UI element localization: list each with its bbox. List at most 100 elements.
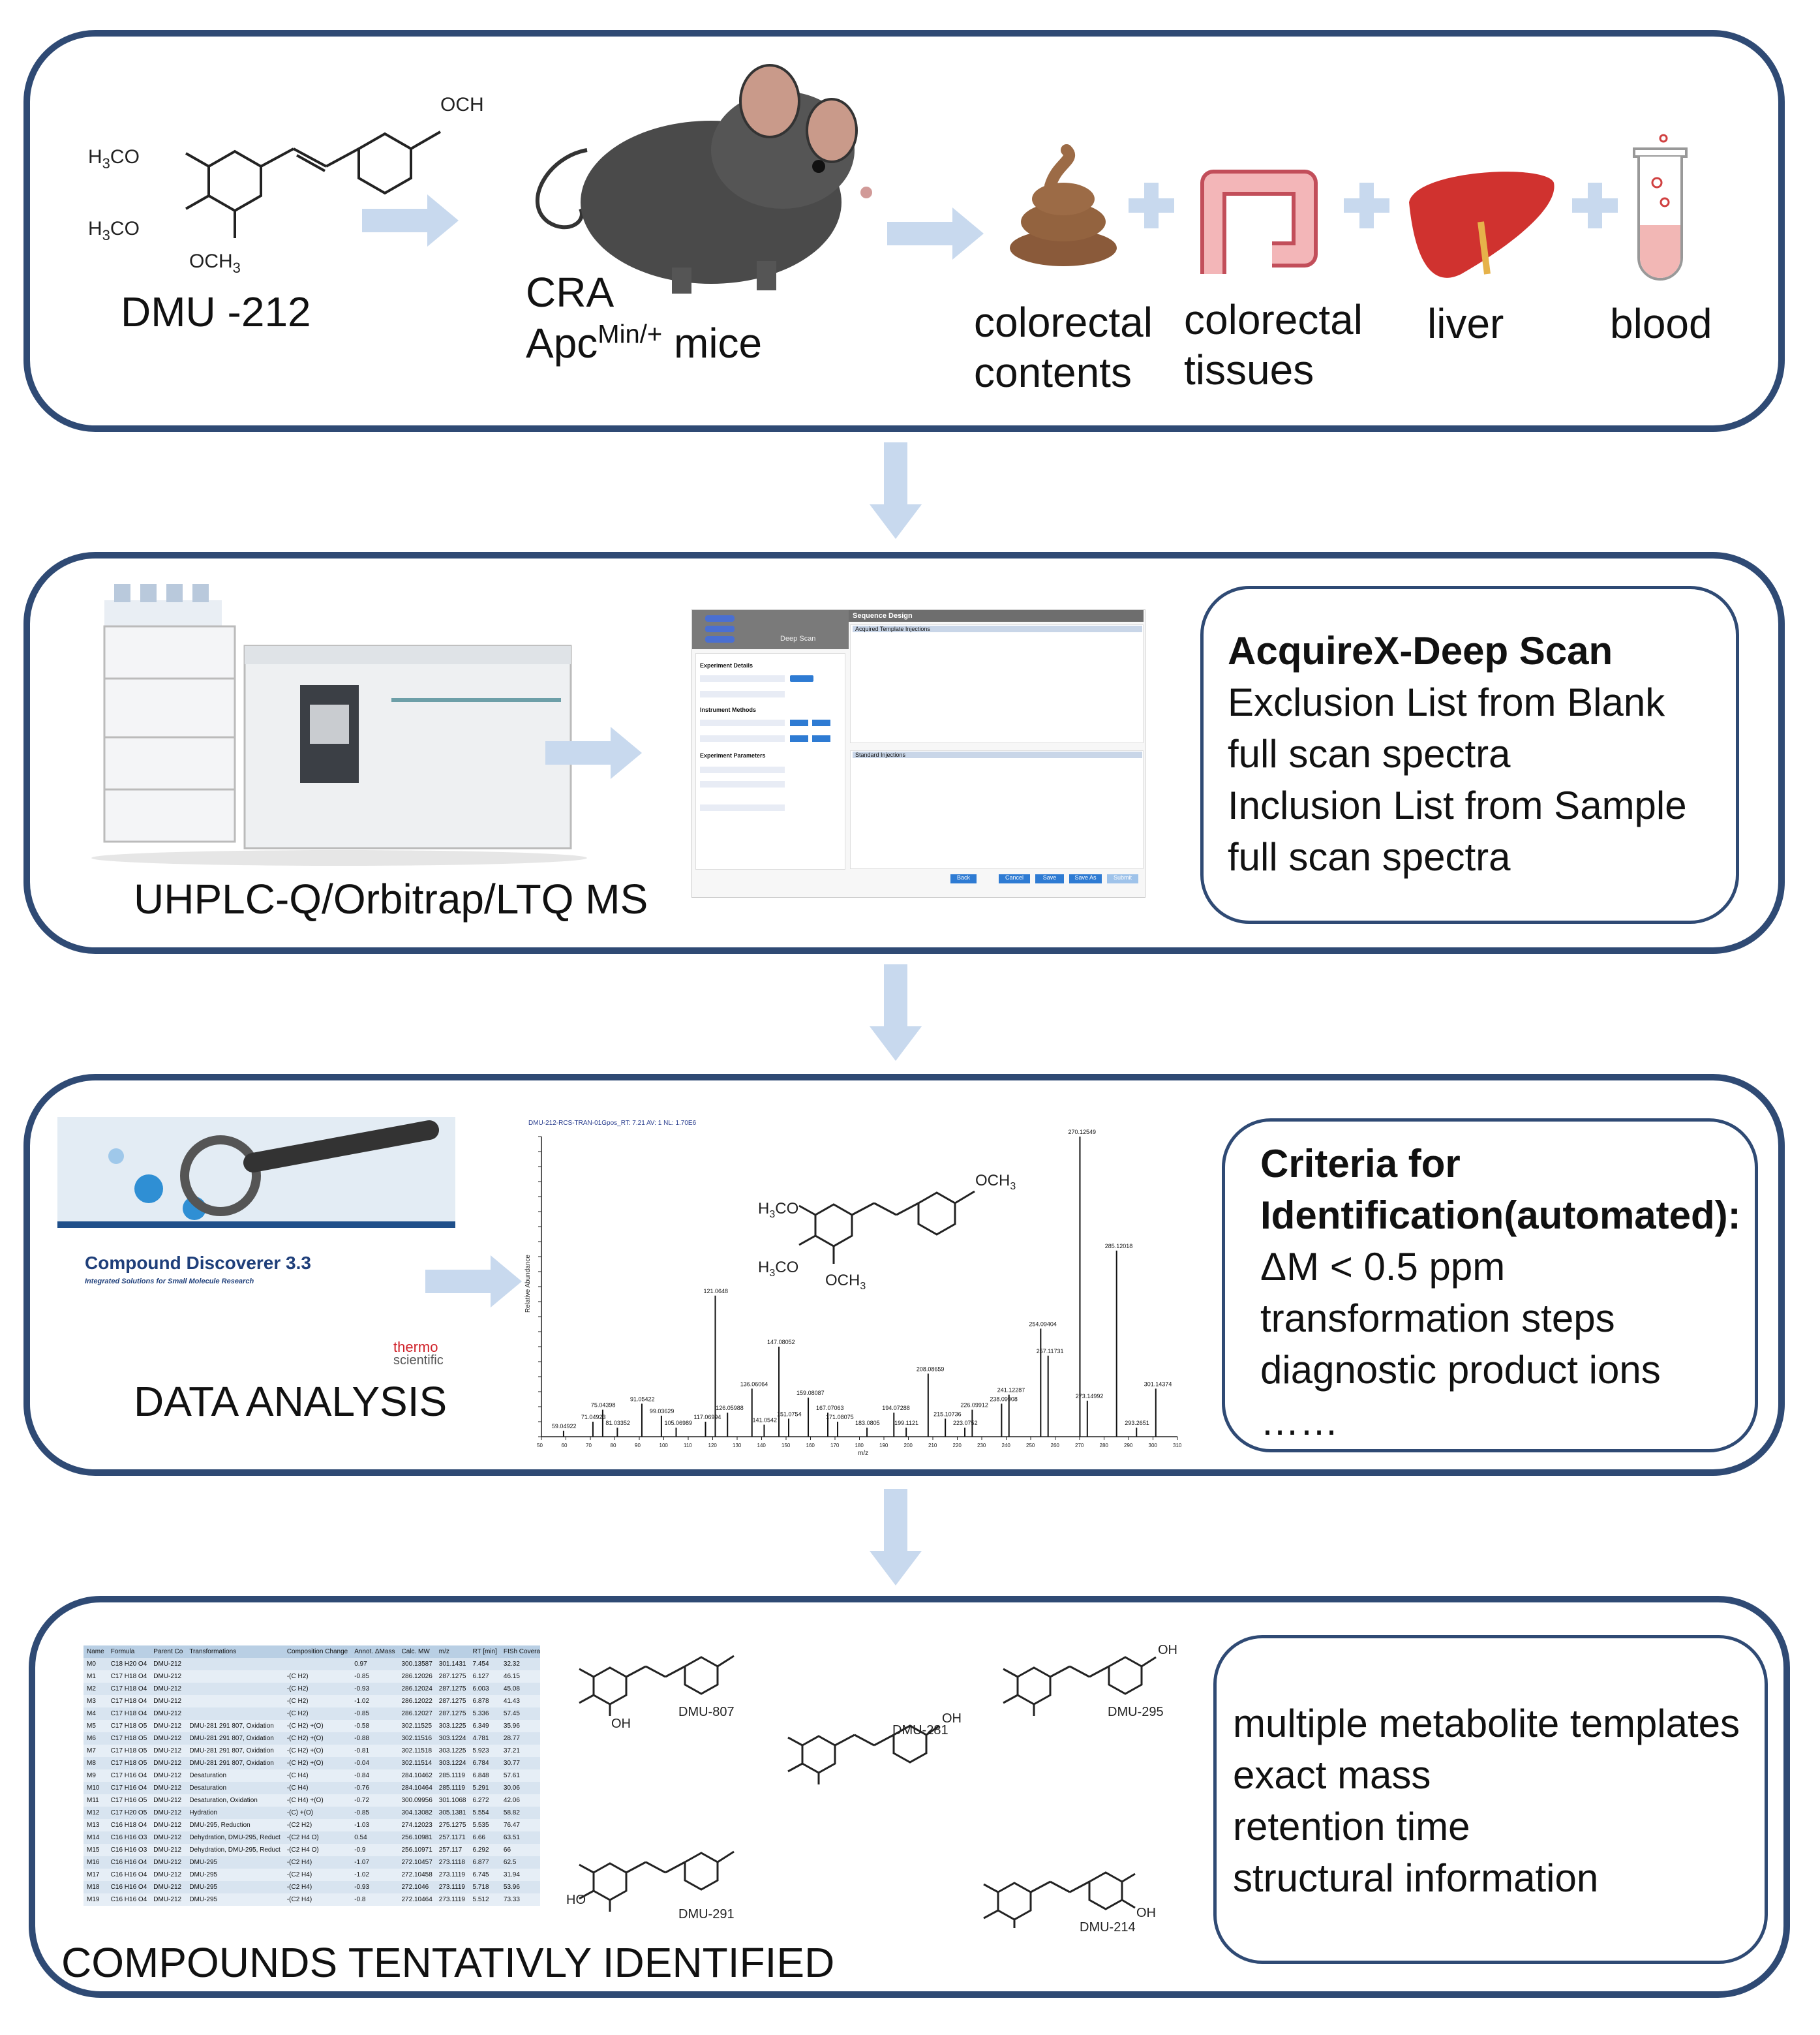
table-cell: C18 H20 O4	[107, 1658, 151, 1670]
browse-button[interactable]	[790, 675, 813, 682]
table-cell: Hydration	[186, 1807, 284, 1819]
x-tick-label: 270	[1075, 1443, 1084, 1448]
table-cell: DMU-295	[186, 1869, 284, 1881]
nav-button[interactable]	[705, 636, 735, 643]
plus-icon	[1572, 183, 1618, 228]
table-cell: 45.08	[500, 1683, 540, 1695]
param-field[interactable]	[700, 781, 785, 788]
new-button[interactable]	[812, 720, 830, 726]
mouse-image	[535, 64, 872, 294]
param-field[interactable]	[700, 767, 785, 773]
table-cell: 73.33	[500, 1893, 540, 1906]
table-cell: 287.1275	[435, 1683, 470, 1695]
method-select[interactable]	[700, 735, 785, 742]
metabolite-structures: DMU-281 DMU-807 DMU-295 DMU-291 DMU-214 …	[566, 1643, 1177, 1935]
table-cell: Desaturation, Oxidation	[186, 1794, 284, 1807]
table-cell: 287.1275	[435, 1707, 470, 1720]
new-button[interactable]	[812, 735, 830, 742]
peak-label: 238.09908	[990, 1396, 1018, 1402]
table-cell: 6.745	[469, 1869, 500, 1881]
table-cell: 66	[500, 1844, 540, 1856]
text-field[interactable]	[700, 675, 785, 682]
sample-label-liver: liver	[1427, 300, 1504, 347]
table-cell: DMU-281 291 807, Oxidation	[186, 1757, 284, 1769]
table-cell	[283, 1658, 352, 1670]
splash-title: Compound Discoverer 3.3	[85, 1253, 311, 1273]
table-cell: 302.11516	[398, 1732, 436, 1745]
colon-icon	[1200, 170, 1318, 274]
peak-label: 293.2651	[1125, 1420, 1149, 1426]
peak-label: 223.0752	[953, 1420, 978, 1426]
submit-button[interactable]: Submit	[1107, 874, 1138, 883]
table-cell: 272.1046	[398, 1881, 436, 1893]
table-cell: 286.12026	[398, 1670, 436, 1683]
table-cell: -1.07	[351, 1856, 399, 1869]
arrow-down-icon	[870, 442, 922, 539]
liver-icon	[1409, 172, 1555, 278]
ms2-spectrum-chart: DMU-212-RCS-TRAN-01Gpos_RT: 7.21 AV: 1 N…	[524, 1120, 1182, 1456]
substituent-label: OH	[1136, 1906, 1156, 1920]
sample-label-blood: blood	[1610, 300, 1712, 347]
table-header-cell: Calc. MW	[398, 1645, 436, 1658]
table-cell: 6.784	[469, 1757, 500, 1769]
table-cell: C17 H16 O4	[107, 1769, 151, 1782]
acquirex-info-box	[1200, 586, 1739, 924]
x-tick-label: 290	[1124, 1443, 1133, 1448]
save-button[interactable]: Save	[1035, 874, 1064, 883]
nav-button[interactable]	[705, 615, 735, 622]
table-cell: M5	[83, 1720, 108, 1732]
cancel-button[interactable]: Cancel	[999, 874, 1030, 883]
peak-label: 270.12549	[1068, 1129, 1096, 1135]
table-cell: -0.85	[351, 1707, 399, 1720]
param-field[interactable]	[700, 804, 785, 811]
table-cell: DMU-281 291 807, Oxidation	[186, 1720, 284, 1732]
table-cell: 286.12027	[398, 1707, 436, 1720]
table-cell: -(C2 H4)	[283, 1856, 352, 1869]
table-cell: C17 H18 O4	[107, 1695, 151, 1707]
back-button[interactable]: Back	[950, 874, 977, 883]
table-cell: 76.47	[500, 1819, 540, 1831]
table-cell: DMU-295	[186, 1893, 284, 1906]
table-cell: -0.85	[351, 1807, 399, 1819]
x-tick-label: 190	[879, 1443, 888, 1448]
table-cell: C17 H16 O4	[107, 1782, 151, 1794]
peak-label: 151.0754	[777, 1411, 802, 1417]
plus-icon	[1129, 183, 1174, 228]
structure-label: DMU-807	[678, 1705, 735, 1719]
table-cell: 256.10971	[398, 1844, 436, 1856]
text-field[interactable]	[700, 691, 785, 697]
table-cell: 0.97	[351, 1658, 399, 1670]
table-cell: 37.21	[500, 1745, 540, 1757]
table-cell: 305.1381	[435, 1807, 470, 1819]
method-select[interactable]	[700, 720, 785, 726]
table-cell: 5.923	[469, 1745, 500, 1757]
table-cell	[186, 1695, 284, 1707]
peak-label: 105.06989	[665, 1420, 693, 1426]
table-cell: M9	[83, 1769, 108, 1782]
browse-button[interactable]	[790, 720, 808, 726]
table-cell: 273.1119	[435, 1893, 470, 1906]
nav-button[interactable]	[705, 626, 735, 632]
table-cell: DMU-212	[150, 1782, 187, 1794]
peak-label: 81.03352	[605, 1420, 630, 1426]
x-tick-label: 90	[635, 1443, 641, 1448]
table-cell: 287.1275	[435, 1670, 470, 1683]
table-cell: 42.06	[500, 1794, 540, 1807]
browse-button[interactable]	[790, 735, 808, 742]
criteria-line: diagnostic product ions	[1260, 1348, 1661, 1392]
table-cell: -0.93	[351, 1683, 399, 1695]
table-cell: 6.66	[469, 1831, 500, 1844]
peak-label: 171.08075	[826, 1414, 854, 1420]
experiment-params-heading: Experiment Parameters	[700, 752, 766, 759]
table-header-cell: Annot. ΔMass	[351, 1645, 399, 1658]
table-cell: DMU-212	[150, 1869, 187, 1881]
arrow-right-icon	[362, 194, 459, 247]
table-cell: C16 H16 O4	[107, 1869, 151, 1881]
save-as-button[interactable]: Save As	[1069, 874, 1102, 883]
table-cell: 35.96	[500, 1720, 540, 1732]
x-tick-label: 70	[586, 1443, 592, 1448]
